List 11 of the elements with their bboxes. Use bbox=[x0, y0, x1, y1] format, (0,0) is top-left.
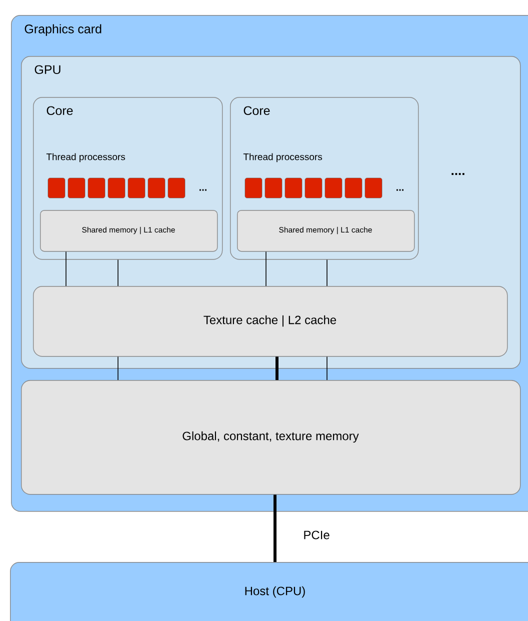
host-box: Host (CPU) bbox=[10, 562, 528, 621]
edge-label: PCIe bbox=[302, 530, 331, 540]
connector-line bbox=[276, 356, 278, 380]
connector-line bbox=[326, 356, 328, 380]
ellipsis-text: ... bbox=[396, 189, 404, 191]
cache-box: Texture cache | L2 cache bbox=[33, 286, 508, 357]
ellipsis-text: ... bbox=[200, 189, 206, 191]
ellipsis-text: .... bbox=[452, 173, 464, 175]
connector-line bbox=[274, 494, 276, 562]
memory-box: Global, constant, texture memory bbox=[21, 380, 521, 495]
connector-line bbox=[326, 259, 328, 286]
